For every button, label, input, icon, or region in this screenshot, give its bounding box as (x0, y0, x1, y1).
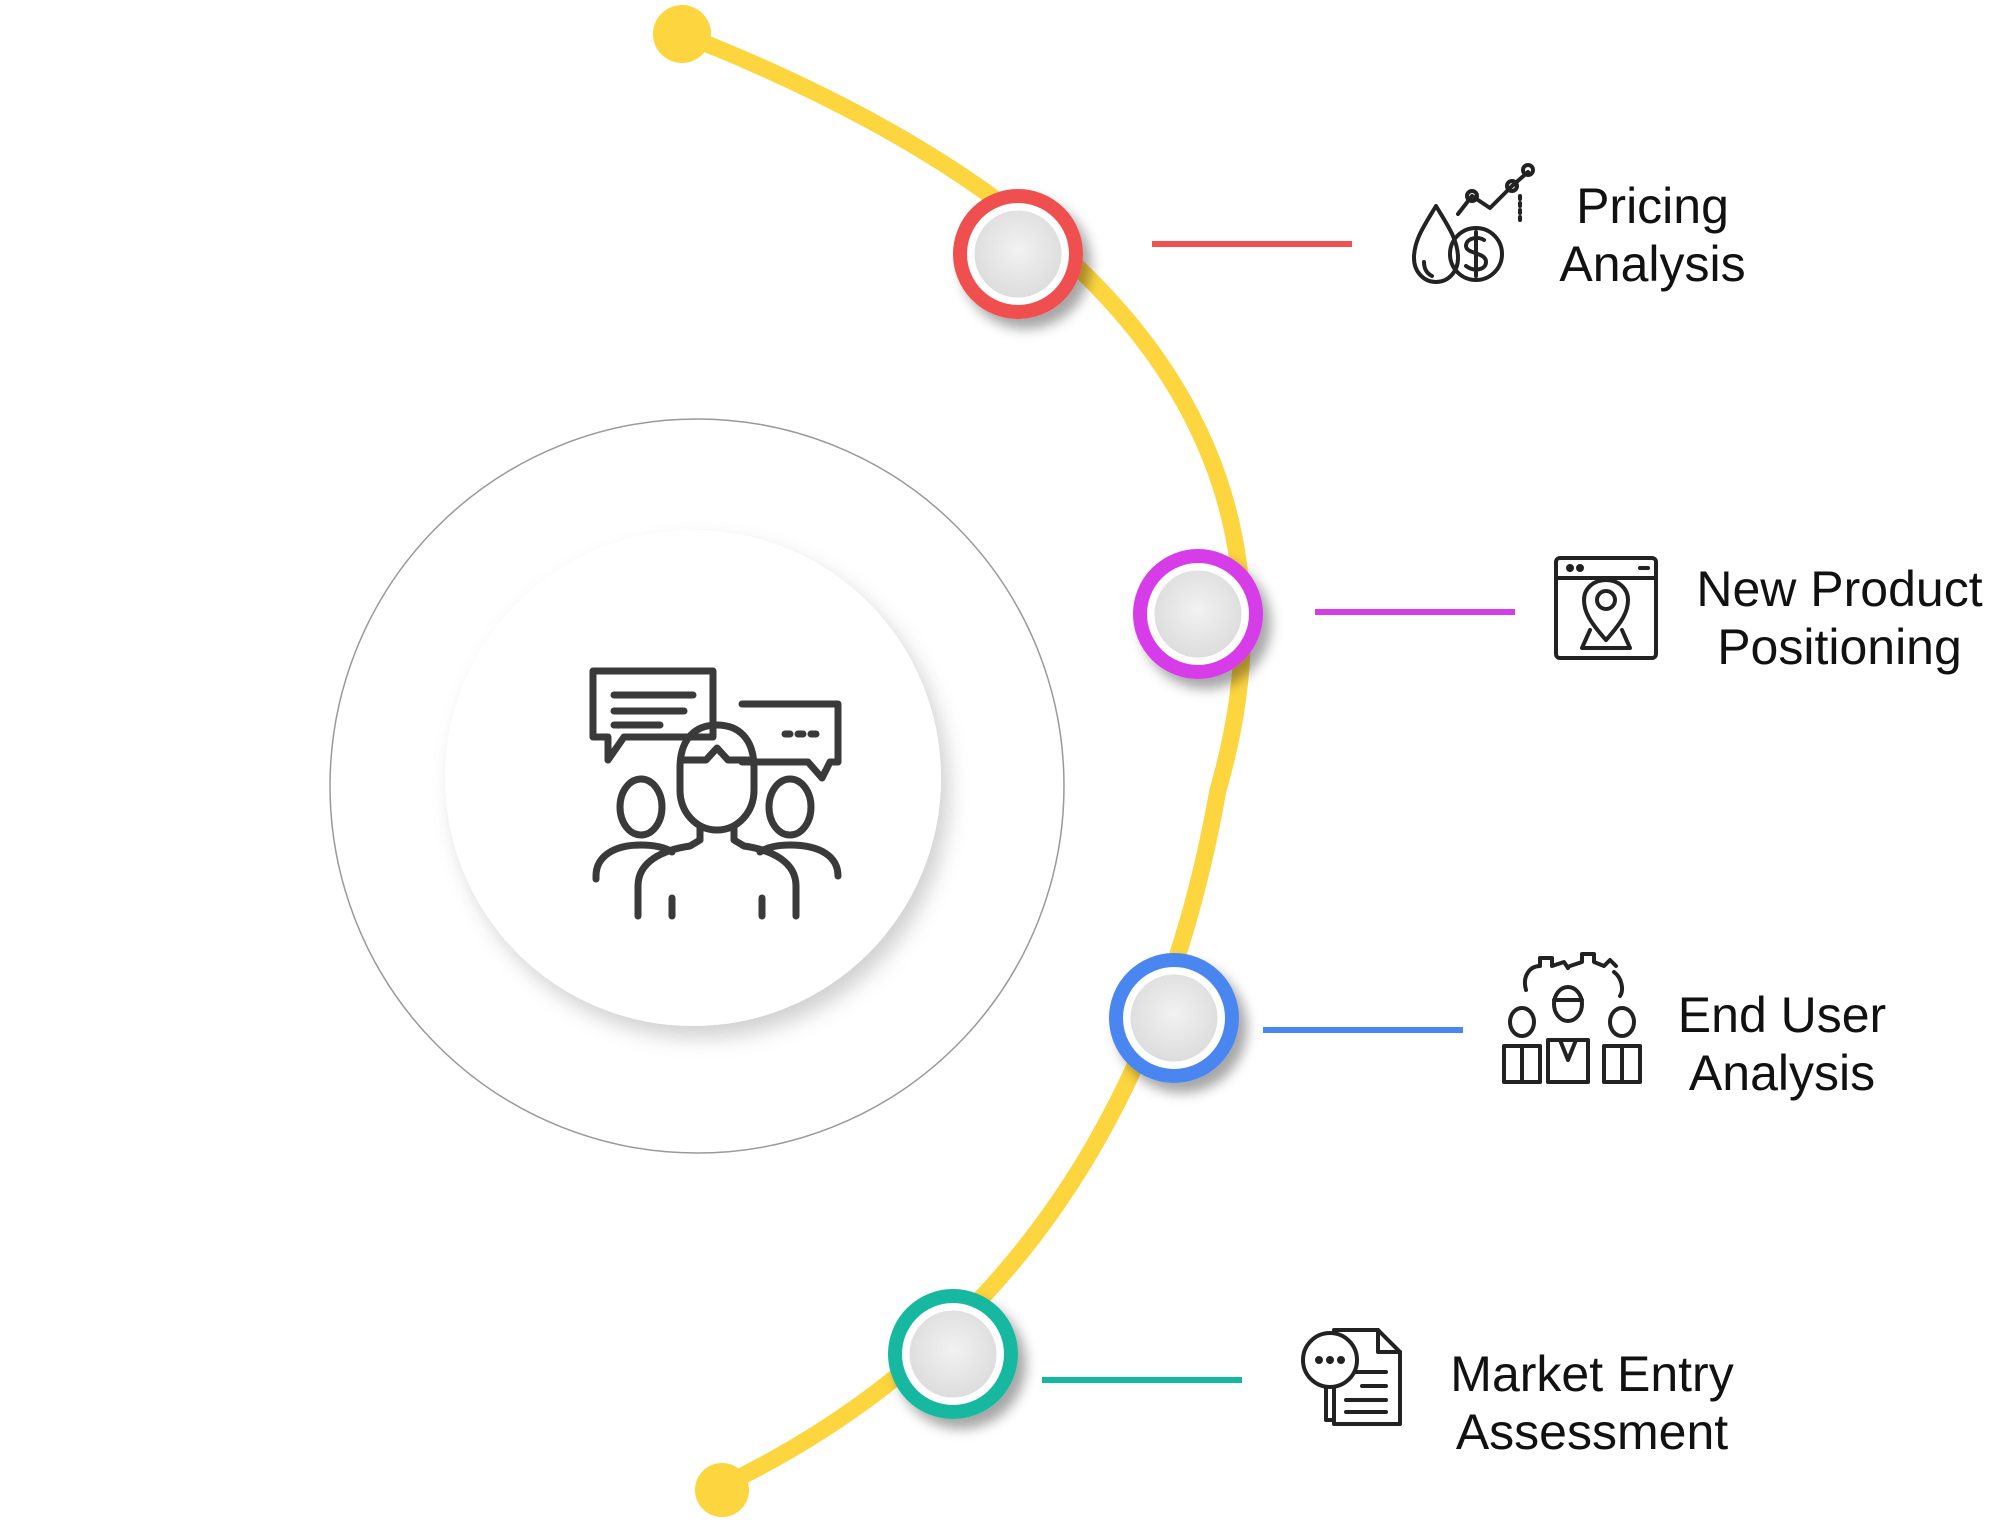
arc-end-dot (695, 1463, 749, 1517)
arc-start-dot (653, 5, 711, 63)
label-positioning-line2: Positioning (1717, 619, 1962, 675)
label-end-user-line1: End User (1677, 987, 1887, 1043)
location-browser-icon (1554, 556, 1658, 660)
node-pricing (953, 189, 1083, 319)
center-hub (329, 418, 1065, 1154)
inner-disc (445, 530, 941, 1026)
label-positioning-line1: New Product (1696, 561, 1983, 617)
label-pricing-line1: Pricing (1576, 178, 1729, 234)
label-positioning: New Product Positioning (1682, 560, 1997, 676)
label-market-entry-line1: Market Entry (1450, 1346, 1734, 1402)
label-pricing-line2: Analysis (1559, 236, 1746, 292)
label-market-entry: Market Entry Assessment (1412, 1345, 1772, 1461)
node-end-user (1109, 953, 1239, 1083)
label-market-entry-line2: Assessment (1455, 1404, 1729, 1460)
document-search-icon (1301, 1328, 1402, 1426)
node-positioning (1133, 549, 1263, 679)
pricing-analysis-icon (1412, 163, 1535, 284)
team-discussion-icon (589, 667, 842, 920)
user-group-gear-icon (1502, 952, 1642, 1084)
label-end-user-line2: Analysis (1688, 1045, 1876, 1101)
label-end-user: End User Analysis (1632, 986, 1932, 1102)
node-market-entry (888, 1289, 1018, 1419)
label-pricing: Pricing Analysis (1515, 177, 1790, 293)
